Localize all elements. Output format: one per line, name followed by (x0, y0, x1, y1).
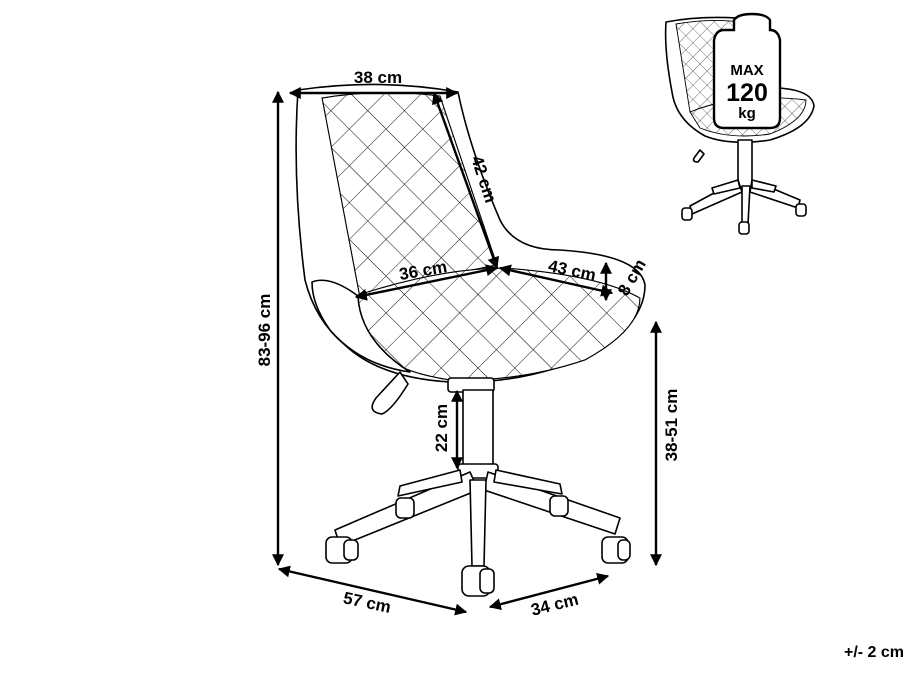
caster-left (325, 536, 359, 564)
caster-back-right (549, 495, 569, 517)
badge-max: MAX (730, 62, 763, 79)
star-base-leg-back-left (397, 469, 463, 497)
label-seat-width: 38 cm (354, 68, 402, 87)
max-load-badge: MAX 120 kg (712, 12, 782, 130)
label-gas-lift: 22 cm (432, 404, 451, 452)
height-lever (371, 371, 409, 415)
dimension-lines (272, 87, 662, 616)
tolerance-note: +/- 2 cm (843, 644, 904, 661)
badge-value: 120 (726, 79, 768, 107)
caster-back-left (395, 497, 415, 519)
label-total-height: 83-96 cm (255, 294, 274, 367)
star-base-leg-back-right (493, 469, 563, 495)
caster-front (461, 565, 495, 597)
gas-column (462, 389, 494, 477)
badge-unit: kg (738, 105, 756, 122)
label-seat-height: 38-51 cm (662, 389, 681, 462)
star-base-leg-front (469, 479, 487, 567)
caster-right (601, 536, 631, 564)
weight-icon (712, 12, 782, 130)
